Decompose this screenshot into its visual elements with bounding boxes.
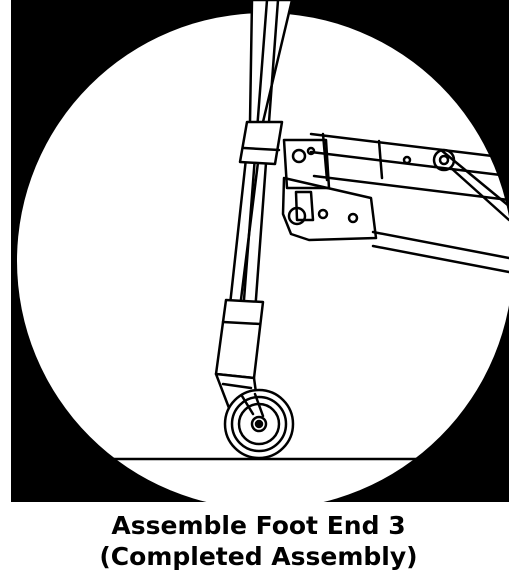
foot-end-assembly-icon — [11, 0, 509, 502]
assembly-illustration — [11, 0, 509, 502]
caption-title: Assemble Foot End 3 — [111, 511, 406, 540]
figure-caption: Assemble Foot End 3 (Completed Assembly) — [0, 510, 517, 572]
caption-subtitle: (Completed Assembly) — [99, 542, 418, 571]
